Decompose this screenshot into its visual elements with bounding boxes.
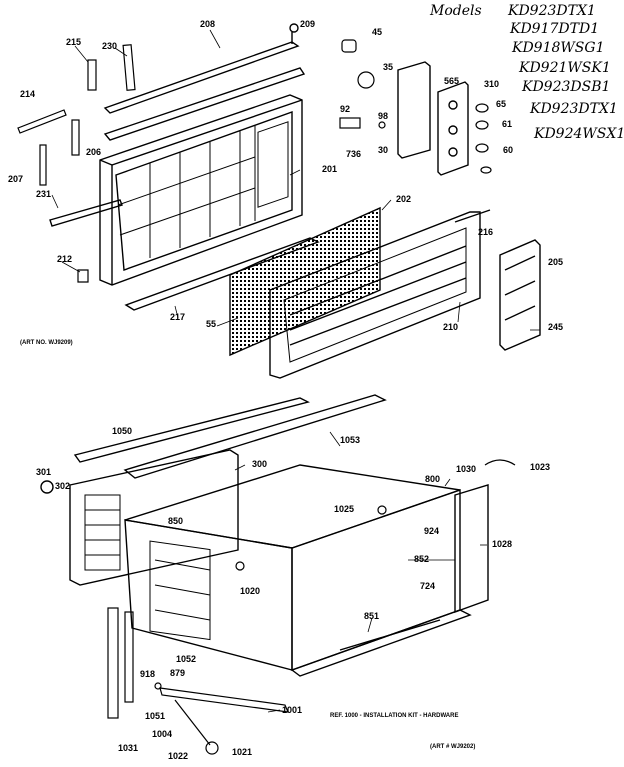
callout-1021: 1021 (232, 747, 253, 757)
callout-65: 65 (496, 99, 507, 109)
callout-92: 92 (340, 104, 351, 114)
callout-60: 60 (503, 145, 514, 155)
knobs-and-switches (339, 39, 492, 174)
callout-1050: 1050 (112, 426, 133, 436)
upper-art-number: (ART NO. WJ9209) (20, 340, 73, 346)
control-panel-565 (397, 61, 469, 176)
callout-214: 214 (20, 89, 36, 99)
leader-lines (51, 29, 540, 713)
callout-1031: 1031 (118, 743, 139, 753)
model-number: KD923DSB1 (522, 79, 611, 95)
callout-209: 209 (300, 19, 316, 29)
callout-724: 724 (420, 581, 436, 591)
front-panel-300 (69, 449, 239, 586)
back-panel-1028 (454, 484, 489, 613)
callout-1022: 1022 (168, 751, 189, 761)
callout-1023: 1023 (530, 462, 551, 472)
callout-565: 565 (444, 76, 460, 86)
rail-1053 (123, 394, 387, 479)
small-brackets (17, 44, 136, 283)
rail-231 (49, 199, 123, 227)
model-number: KD924WSX1 (534, 126, 624, 142)
callout-202: 202 (396, 194, 412, 204)
callout-208: 208 (200, 19, 216, 29)
callout-210: 210 (443, 322, 459, 332)
callout-215: 215 (66, 37, 82, 47)
model-number: KD918WSG1 (512, 40, 605, 56)
callout-850: 850 (168, 516, 184, 526)
callout-924: 924 (424, 526, 440, 536)
installation-hardware (107, 459, 516, 755)
base-pan-851 (290, 609, 472, 677)
front-frame-201 (99, 94, 303, 286)
callout-45: 45 (372, 27, 383, 37)
rail-1050 (73, 397, 310, 463)
model-number: KD917DTD1 (510, 21, 600, 37)
models-heading: Models (430, 3, 482, 19)
callout-1020: 1020 (240, 586, 261, 596)
callout-852: 852 (414, 554, 430, 564)
callout-301: 301 (36, 467, 52, 477)
callout-800: 800 (425, 474, 441, 484)
callout-879: 879 (170, 668, 186, 678)
callout-300: 300 (252, 459, 268, 469)
rail-851 (339, 619, 441, 651)
callout-30: 30 (378, 145, 389, 155)
lower-art-number: (ART # WJ9202) (430, 744, 476, 750)
callout-1052: 1052 (176, 654, 197, 664)
callout-217: 217 (170, 312, 186, 322)
callout-1025: 1025 (334, 504, 355, 514)
callout-736: 736 (346, 149, 362, 159)
reference-note: REF. 1000 - INSTALLATION KIT - HARDWARE (330, 713, 459, 719)
callout-98: 98 (378, 111, 389, 121)
knob-301 (40, 480, 54, 494)
callout-230: 230 (102, 41, 118, 51)
callout-1001: 1001 (282, 705, 303, 715)
callout-216: 216 (478, 227, 494, 237)
grille-panel-202 (269, 211, 481, 379)
filter-55 (229, 206, 381, 357)
callout-1053: 1053 (340, 435, 361, 445)
model-number: KD921WSK1 (519, 60, 611, 76)
callout-302: 302 (55, 481, 71, 491)
callout-61: 61 (502, 119, 513, 129)
callout-55: 55 (206, 319, 217, 329)
callout-851: 851 (364, 611, 380, 621)
model-number: KD923DTX1 (508, 3, 596, 19)
callout-1051: 1051 (145, 711, 166, 721)
callout-35: 35 (383, 62, 394, 72)
callout-310: 310 (484, 79, 500, 89)
callout-206: 206 (86, 147, 102, 157)
callout-1030: 1030 (456, 464, 477, 474)
rod-216 (454, 209, 491, 223)
callout-231: 231 (36, 189, 52, 199)
callout-1028: 1028 (492, 539, 513, 549)
callout-205: 205 (548, 257, 564, 267)
model-number: KD923DTX1 (530, 101, 618, 117)
top-bar-208 (103, 23, 306, 141)
cabinet-800 (124, 464, 461, 671)
callout-918: 918 (140, 669, 156, 679)
side-panel-205 (499, 239, 541, 351)
callout-212: 212 (57, 254, 73, 264)
callout-245: 245 (548, 322, 564, 332)
callout-201: 201 (322, 164, 338, 174)
callout-207: 207 (8, 174, 24, 184)
callout-1004: 1004 (152, 729, 173, 739)
